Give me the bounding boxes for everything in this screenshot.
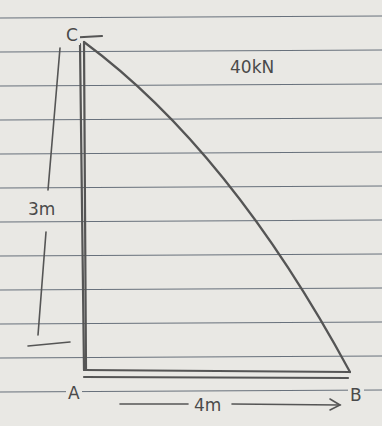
sketch-label: C (64, 26, 80, 45)
sketch-label: A (66, 384, 82, 403)
sketch-label: B (348, 386, 364, 405)
sketch-label: 4m (192, 396, 223, 415)
sketch-label: 3m (26, 200, 57, 219)
sketch-label: 40kN (228, 58, 276, 77)
